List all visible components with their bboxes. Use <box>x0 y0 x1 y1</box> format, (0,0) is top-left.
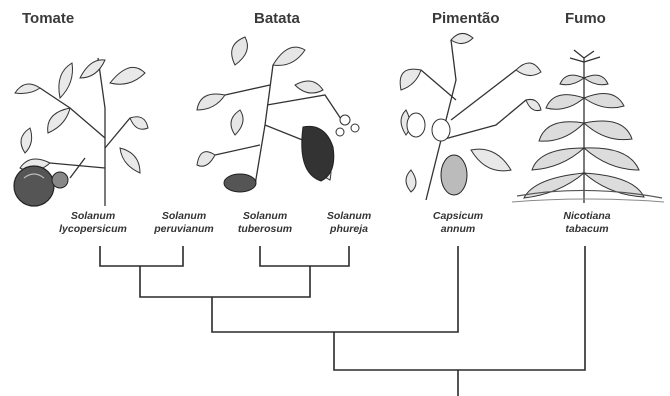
branch-solanum-capsicum-clade <box>212 246 458 332</box>
branch-root-clade <box>334 246 585 370</box>
branch-tomato-clade <box>100 246 183 266</box>
branch-solanum-clade <box>140 266 310 297</box>
branch-potato-clade <box>260 246 349 266</box>
